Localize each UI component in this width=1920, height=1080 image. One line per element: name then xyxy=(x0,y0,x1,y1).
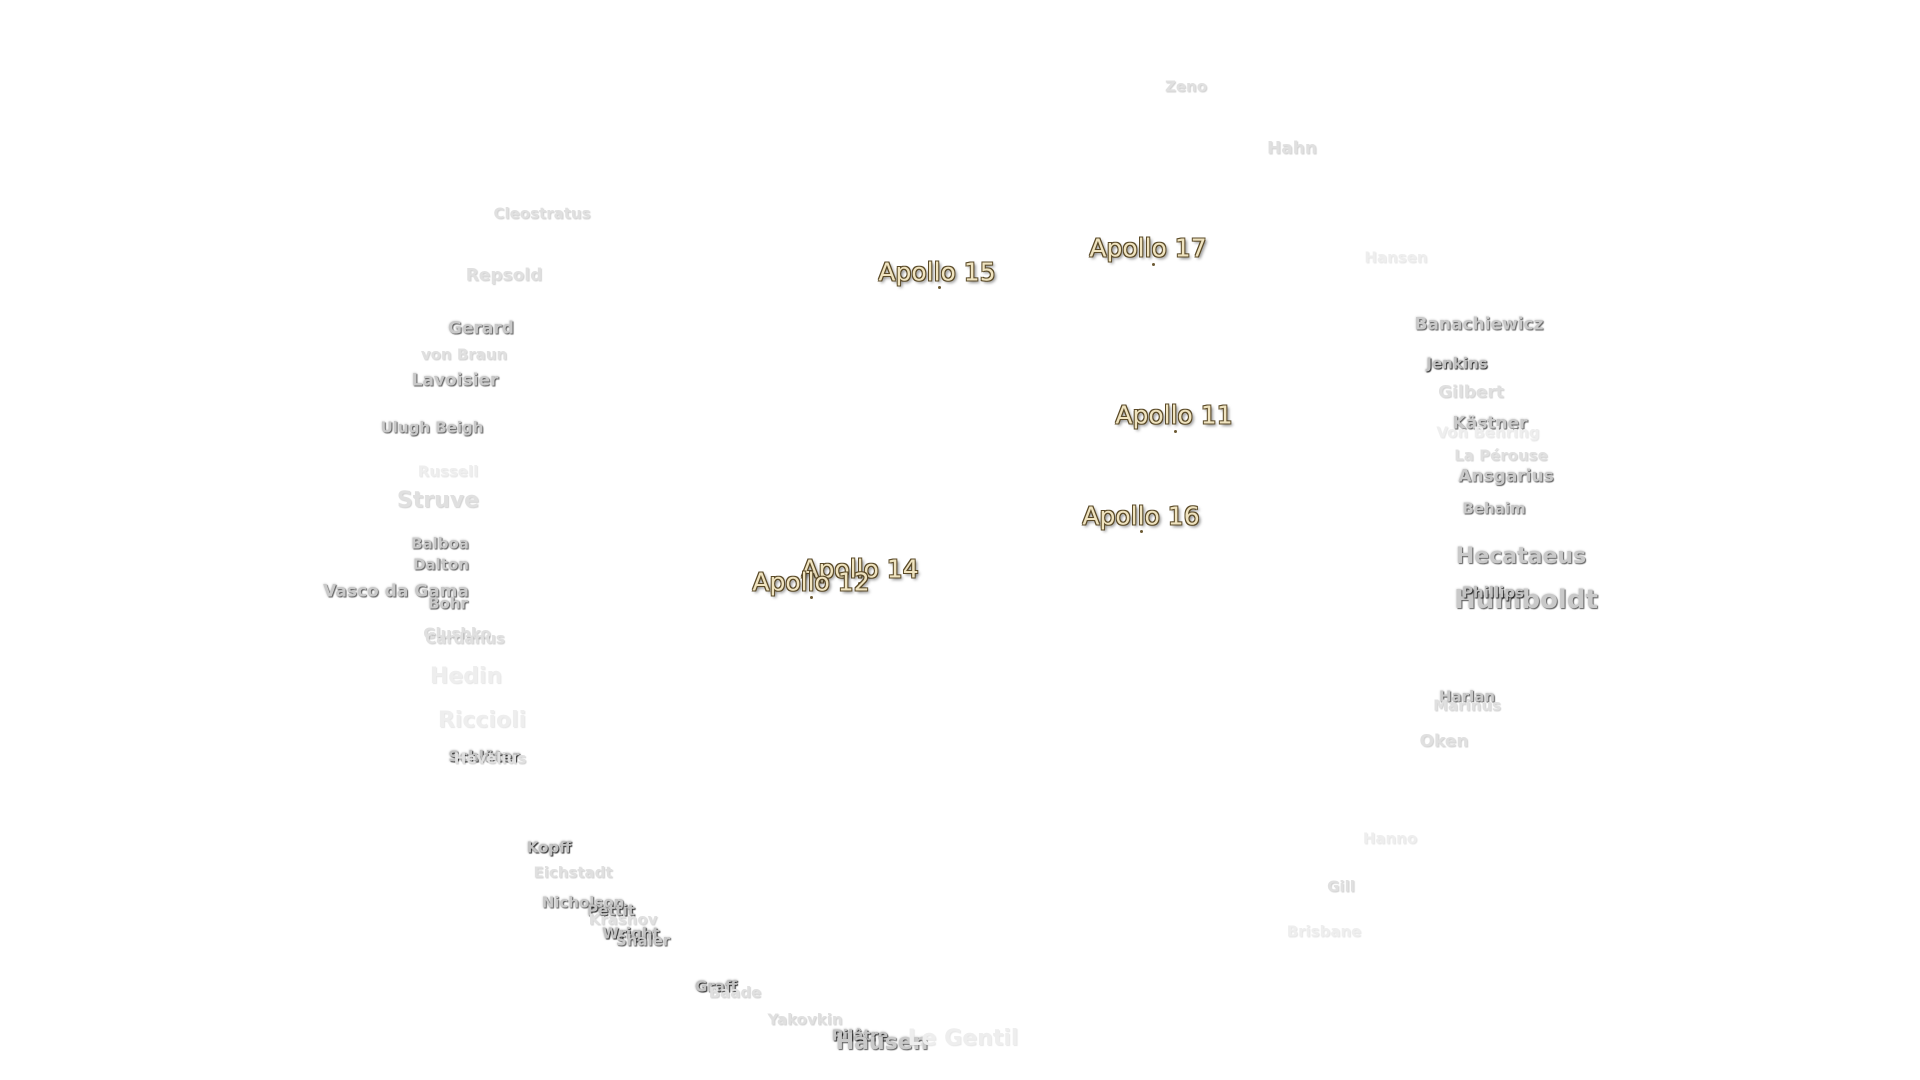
crater-label[interactable]: Hahn xyxy=(1267,138,1317,159)
apollo-16-label[interactable]: Apollo 16 xyxy=(1082,501,1200,531)
crater-label[interactable]: Shaler xyxy=(615,931,671,950)
crater-label[interactable]: Phillips xyxy=(1462,583,1524,602)
apollo-15-label[interactable]: Apollo 15 xyxy=(878,257,996,287)
crater-label[interactable]: Russell xyxy=(417,462,479,481)
crater-label[interactable]: Baade xyxy=(708,983,762,1002)
crater-label[interactable]: Gill xyxy=(1327,877,1355,896)
apollo-11-label[interactable]: Apollo 11 xyxy=(1115,400,1233,430)
crater-label[interactable]: Krasnov xyxy=(588,910,658,929)
crater-label[interactable]: Dalton xyxy=(413,555,469,574)
apollo-11-marker[interactable] xyxy=(1174,430,1177,433)
crater-label[interactable]: Banachiewicz xyxy=(1414,314,1544,335)
crater-label[interactable]: Kästner xyxy=(1452,413,1528,434)
crater-label[interactable]: Le Gentil xyxy=(907,1026,1019,1051)
crater-label[interactable]: Struve xyxy=(396,488,480,513)
crater-label[interactable]: Gilbert xyxy=(1438,382,1504,403)
crater-label[interactable]: Humboldt xyxy=(1454,585,1598,615)
crater-label[interactable]: Riccioli xyxy=(437,708,527,733)
crater-label[interactable]: Balboa xyxy=(411,534,469,553)
apollo-12-marker[interactable] xyxy=(810,596,813,599)
crater-label[interactable]: Bohr xyxy=(428,594,468,613)
crater-label[interactable]: Gerard xyxy=(448,318,514,339)
crater-label[interactable]: Wright xyxy=(602,924,660,943)
crater-label[interactable]: Hausen xyxy=(835,1030,929,1055)
crater-label[interactable]: Hanno xyxy=(1362,829,1418,848)
crater-label[interactable]: Hevelius xyxy=(453,749,527,768)
crater-label[interactable]: Ansgarius xyxy=(1458,466,1554,487)
crater-label[interactable]: Pettit xyxy=(587,901,635,920)
crater-label[interactable]: Vasco da Gama xyxy=(323,581,469,602)
crater-label[interactable]: Graff xyxy=(695,977,737,996)
crater-label[interactable]: Harlan xyxy=(1438,687,1496,706)
apollo-17-marker[interactable] xyxy=(1152,263,1155,266)
crater-label[interactable]: Repsold xyxy=(465,265,543,286)
apollo-14-marker[interactable] xyxy=(858,582,861,585)
crater-label[interactable]: Von Behring xyxy=(1436,423,1540,442)
crater-label[interactable]: Lavoisier xyxy=(411,370,499,391)
crater-label[interactable]: Eichstadt xyxy=(533,863,613,882)
crater-label[interactable]: Schlüter xyxy=(448,747,520,766)
crater-label[interactable]: Jenkins xyxy=(1426,354,1488,373)
crater-label[interactable]: Hecataeus xyxy=(1455,544,1587,569)
apollo-15-marker[interactable] xyxy=(938,286,941,289)
crater-label[interactable]: Nicholson xyxy=(541,893,625,912)
crater-label[interactable]: von Braun xyxy=(420,345,508,364)
apollo-17-label[interactable]: Apollo 17 xyxy=(1089,233,1207,263)
apollo-14-label[interactable]: Apollo 14 xyxy=(801,554,919,584)
crater-label[interactable]: Oken xyxy=(1419,731,1469,752)
crater-label[interactable]: Cardanus xyxy=(425,629,505,648)
crater-label[interactable]: Yakovkin xyxy=(767,1010,843,1029)
apollo-16-marker[interactable] xyxy=(1140,530,1143,533)
crater-label[interactable]: Pilâtre xyxy=(831,1026,889,1045)
crater-label[interactable]: Kopff xyxy=(526,838,572,857)
crater-label[interactable]: La Pérouse xyxy=(1454,446,1548,465)
crater-label[interactable]: Brisbane xyxy=(1286,922,1362,941)
crater-label[interactable]: Behaim xyxy=(1462,499,1526,518)
crater-label[interactable]: Glushko xyxy=(423,624,491,643)
crater-label[interactable]: Marinus xyxy=(1433,696,1501,715)
apollo-12-label[interactable]: Apollo 12 xyxy=(752,567,870,597)
crater-label[interactable]: Hansen xyxy=(1364,248,1428,267)
crater-label[interactable]: Zeno xyxy=(1164,77,1208,96)
crater-label[interactable]: Cleostratus xyxy=(493,204,591,223)
crater-label[interactable]: Ulugh Beigh xyxy=(380,418,484,437)
crater-label[interactable]: Hedin xyxy=(429,664,503,689)
